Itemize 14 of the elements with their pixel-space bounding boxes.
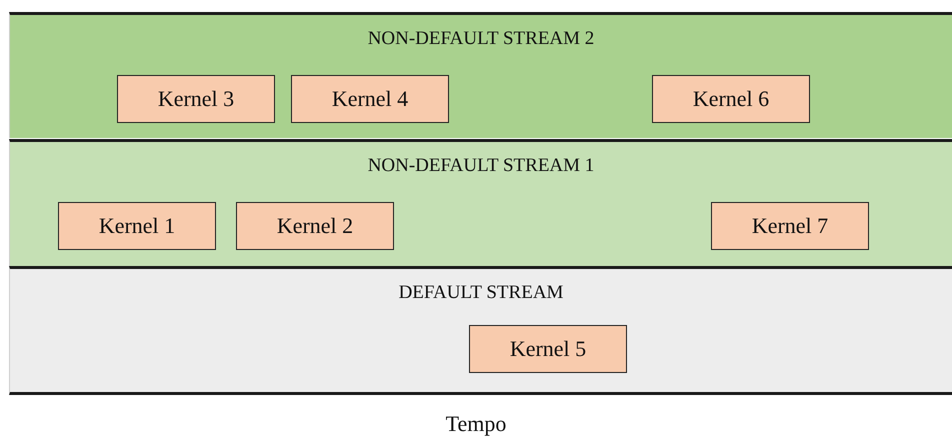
kernel-box: Kernel 3 — [117, 75, 275, 123]
stream-heading: DEFAULT STREAM — [398, 282, 564, 304]
kernel-box: Kernel 4 — [291, 75, 449, 123]
stream-heading: NON-DEFAULT STREAM 2 — [366, 28, 596, 50]
kernel-box: Kernel 2 — [236, 202, 394, 250]
kernel-box: Kernel 6 — [652, 75, 810, 123]
stream-band — [9, 12, 952, 138]
stream-band — [9, 266, 952, 395]
stream-heading: NON-DEFAULT STREAM 1 — [366, 155, 596, 177]
axis-label: Tempo — [444, 411, 508, 437]
kernel-box: Kernel 1 — [58, 202, 216, 250]
stream-band — [9, 139, 952, 268]
kernel-box: Kernel 7 — [711, 202, 869, 250]
kernel-box: Kernel 5 — [469, 325, 627, 373]
